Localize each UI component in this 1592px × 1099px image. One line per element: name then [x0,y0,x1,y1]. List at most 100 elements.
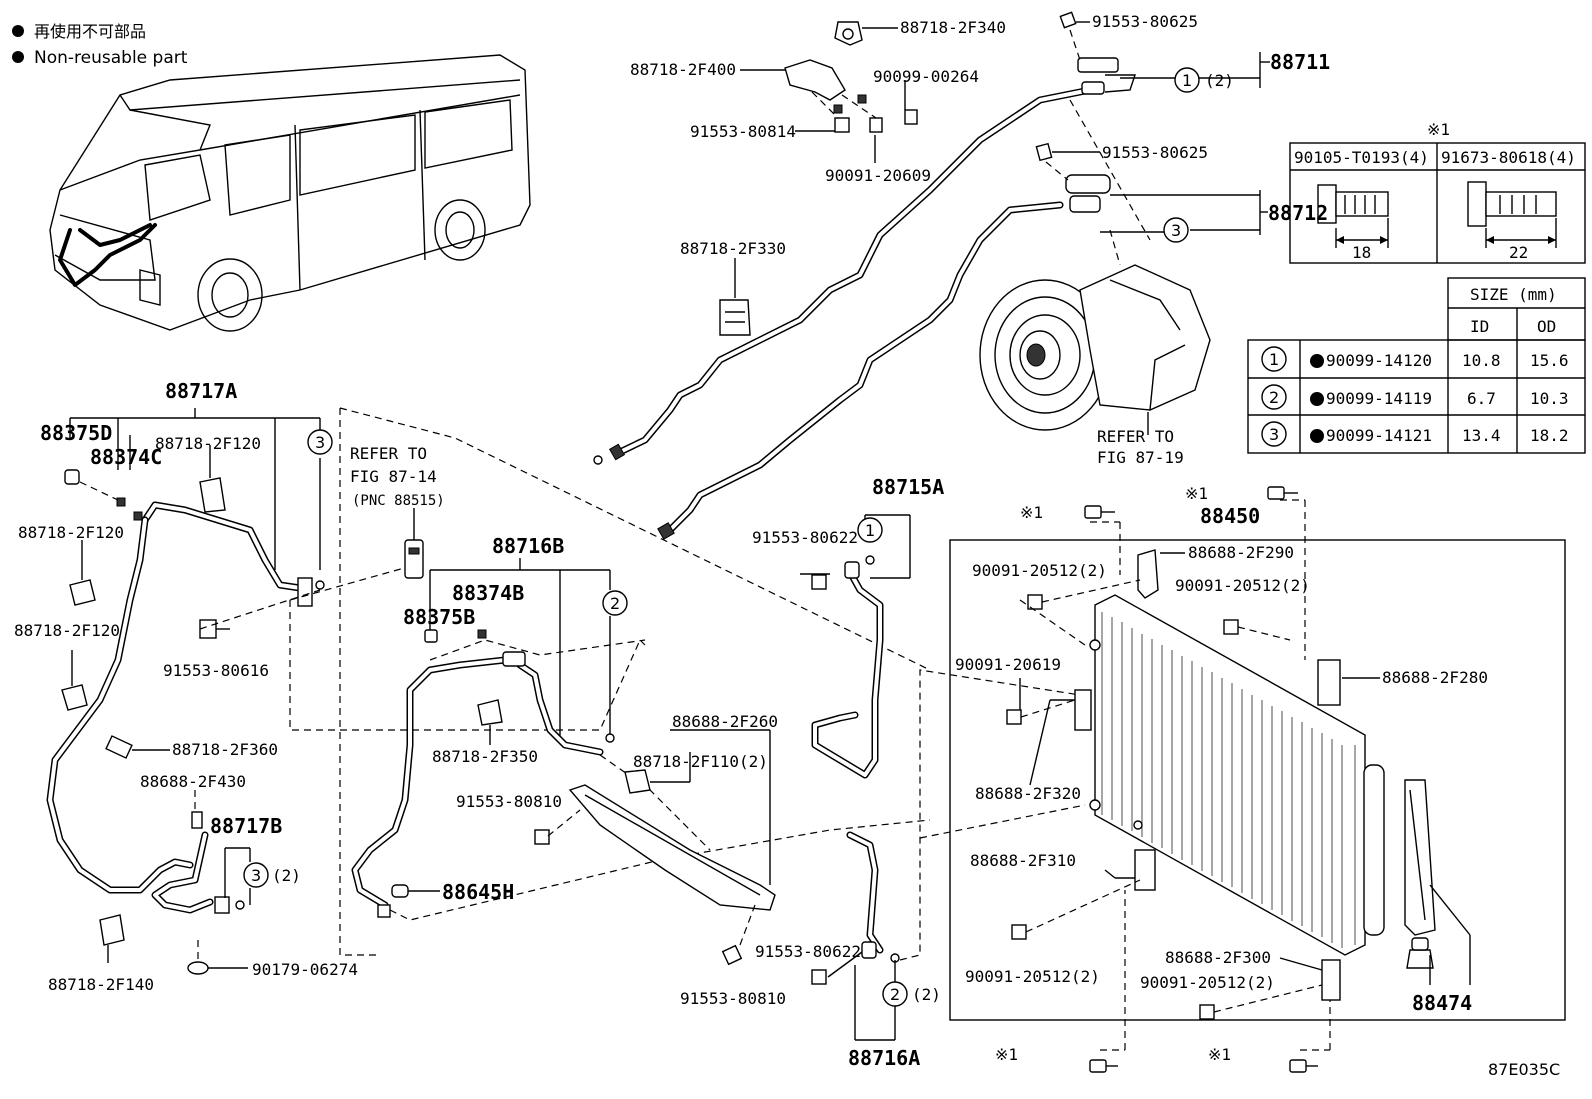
non-reusable-dot-icon [1310,354,1324,368]
part-label: 90091-20609 [825,166,931,185]
part-label: 88688-2F430 [140,772,246,791]
bolt-length-18: 18 [1352,243,1371,262]
part-label: 90091-20512(2) [972,561,1107,580]
part-label: 91553-80616 [163,661,269,680]
part-label: 91553-80622 [755,942,861,961]
size-row-id: 6.7 [1467,389,1496,408]
assembly-label: 88717A [165,379,237,403]
size-row-ref: 3 [1269,425,1279,444]
part-label: (2) [1205,71,1234,90]
assembly-label: 88715A [872,475,944,499]
size-row-od: 18.2 [1530,426,1569,445]
bolt-length-22: 22 [1509,243,1528,262]
part-label: 88688-2F290 [1188,543,1294,562]
part-label: (2) [912,985,941,1004]
part-label: 91553-80625 [1092,12,1198,31]
pipe-88712 [657,174,1111,540]
bolt-22-icon [1467,181,1557,248]
pipe-88716A: 2 [811,669,1081,1041]
part-label: 88688-2F320 [975,784,1081,803]
size-table: SIZE (mm) ID OD 1 90099-14120 10.8 15.6 … [1247,277,1586,454]
size-row-od: 10.3 [1530,389,1569,408]
part-label: 88718-2F120 [18,523,124,542]
size-row-part: 90099-14119 [1326,389,1432,408]
kome-bolts [1084,486,1318,1073]
callouts-top: 1 3 [1100,52,1270,243]
bolt-table: ※1 90105-T0193(4) 91673-80618(4) 18 22 [1289,120,1586,264]
part-label: 88688-2F260 [672,712,778,731]
non-reusable-dot-icon [1310,429,1324,443]
bolt-table-note: ※1 [1427,120,1450,139]
refer-label: REFER TO [350,444,427,463]
kome-label: ※1 [1020,503,1043,522]
circled-2-label: 2 [890,985,900,1004]
part-label: 90099-00264 [873,67,979,86]
kome-label: ※1 [1185,484,1208,503]
non-reusable-dot-icon [12,51,24,63]
part-label: 91553-80814 [690,122,796,141]
part-label: 88718-2F120 [155,434,261,453]
part-label: 88688-2F280 [1382,668,1488,687]
assembly-label: 88645H [442,880,514,904]
part-label: 91553-80622 [752,528,858,547]
part-label: 88718-2F350 [432,747,538,766]
size-row-part: 90099-14120 [1326,351,1432,370]
refer-label: (PNC 88515) [352,493,445,509]
assembly-label: 88375D [40,421,112,445]
size-row-ref: 2 [1269,388,1279,407]
part-label: 88718-2F110(2) [633,752,768,771]
non-reusable-dot-icon [1310,392,1324,406]
non-reusable-dot-icon [12,25,24,37]
pipe-88715A: 1 [800,514,911,779]
bolt-table-col1-part: 90105-T0193(4) [1294,148,1429,167]
size-table-row: 2 90099-14119 6.7 10.3 [1261,384,1569,410]
pipe-88711 [593,57,1136,465]
circled-2-label: 2 [610,594,620,613]
assembly-label: 88711 [1270,50,1330,74]
size-row-id: 10.8 [1462,351,1501,370]
diagram-code: 87E035C [1488,1060,1560,1079]
legend: 再使用不可部品 Non-reusable part [12,22,188,68]
part-label: 91553-80810 [680,989,786,1008]
part-label: 88718-2F360 [172,740,278,759]
part-label: 88688-2F300 [1165,948,1271,967]
bolt-table-col2-part: 91673-80618(4) [1441,148,1576,167]
bracket-88688-2F260 [568,729,776,966]
assembly-label: 88450 [1200,504,1260,528]
part-label: 88718-2F330 [680,239,786,258]
assembly-label: 88716A [848,1046,920,1070]
assembly-label: 88712 [1268,201,1328,225]
part-label: 88718-2F120 [14,621,120,640]
part-label: 91553-80625 [1102,143,1208,162]
refer-label: FIG 87-14 [350,467,437,486]
part-label: 90091-20512(2) [1140,973,1275,992]
kome-label: ※1 [1208,1045,1231,1064]
size-row-od: 15.6 [1530,351,1569,370]
assembly-label: 88716B [492,534,564,558]
bolt-18-icon [1317,184,1389,248]
pipe-88716B: 2 [351,558,931,921]
circled-3-label: 3 [1171,221,1181,240]
circled-1-label: 1 [865,521,875,540]
part-label: 90179-06274 [252,960,358,979]
part-label: 90091-20512(2) [965,967,1100,986]
size-table-col-id: ID [1470,317,1489,336]
part-labels: 88718-2F340 91553-80625 88711 (2) 88718-… [14,12,1560,1079]
size-table-row: 1 90099-14120 10.8 15.6 [1261,346,1569,372]
size-row-ref: 1 [1269,350,1279,369]
part-label: 88718-2F400 [630,60,736,79]
expansion-valve-area [289,407,931,956]
part-label: 90091-20512(2) [1175,576,1310,595]
assembly-label: 88374C [90,445,162,469]
part-label: (2) [272,866,301,885]
size-table-col-od: OD [1537,317,1556,336]
assembly-label: 88717B [210,814,282,838]
circled-3-label: 3 [251,866,261,885]
assembly-label: 88374B [452,581,524,605]
top-fasteners [719,11,1100,336]
circled-1-label: 1 [1182,71,1192,90]
compressor [979,99,1211,435]
size-row-part: 90099-14121 [1326,426,1432,445]
part-label: 88688-2F310 [970,851,1076,870]
